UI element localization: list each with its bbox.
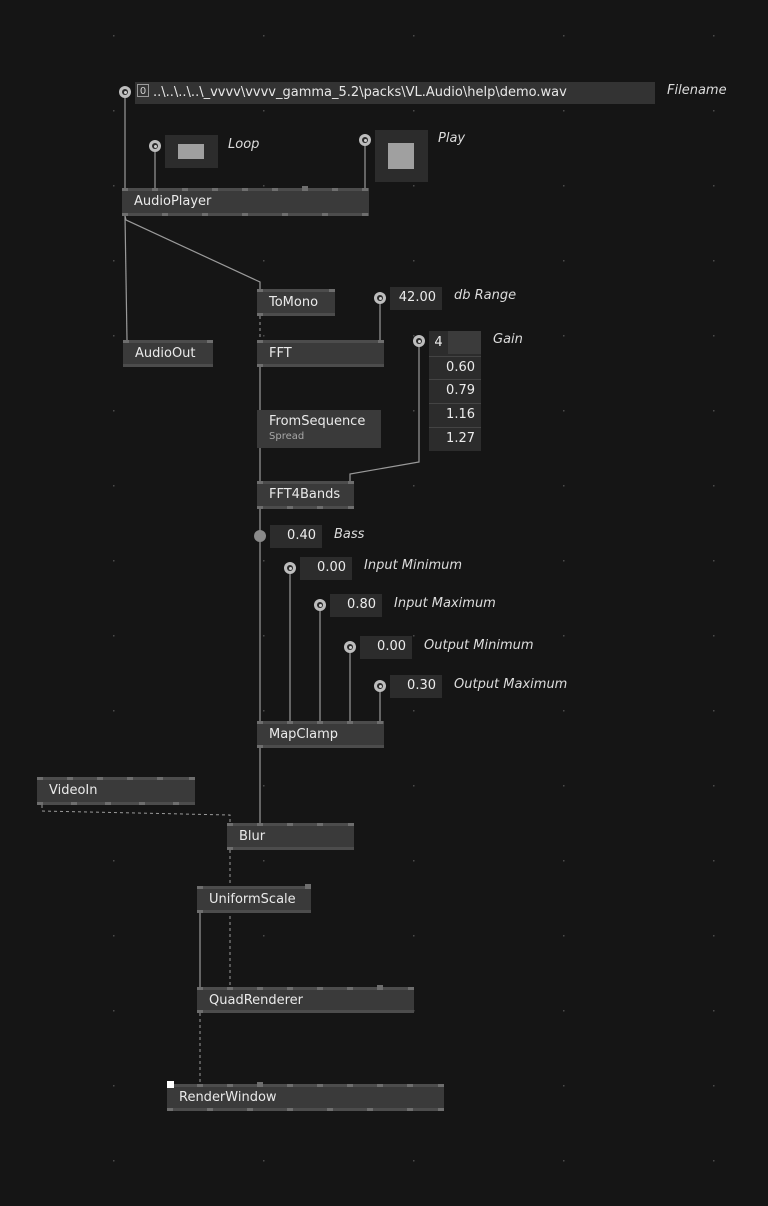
node-audio-player[interactable]: AudioPlayer [122, 186, 369, 216]
db-range-label: db Range [454, 288, 517, 303]
filename-count: 0 [137, 84, 149, 97]
node-uniform-scale-label: UniformScale [209, 892, 296, 907]
play-toggle[interactable] [375, 130, 428, 182]
db-range-field[interactable]: 42.00 [390, 287, 442, 310]
node-from-sequence-sublabel: Spread [269, 431, 305, 442]
node-blur[interactable]: Blur [227, 823, 354, 850]
filename-label: Filename [667, 83, 727, 98]
node-quad-renderer-label: QuadRenderer [209, 993, 304, 1008]
gain-spread-editor[interactable]: 4 0.60 0.79 1.16 1.27 [429, 331, 481, 451]
node-audio-out-label: AudioOut [135, 346, 196, 361]
node-from-sequence[interactable]: FromSequence Spread [257, 410, 381, 448]
gain-label: Gain [493, 332, 523, 347]
output-minimum-io-pin[interactable] [344, 641, 356, 653]
node-video-in-label: VideoIn [49, 783, 98, 798]
node-map-clamp[interactable]: MapClamp [257, 721, 384, 748]
output-minimum-label: Output Minimum [424, 638, 534, 653]
node-audio-out[interactable]: AudioOut [123, 340, 213, 367]
input-maximum-label: Input Maximum [394, 596, 496, 611]
gain-value-3[interactable]: 1.27 [429, 427, 481, 449]
db-range-io-pin[interactable] [374, 292, 386, 304]
node-fft4bands[interactable]: FFT4Bands [257, 481, 354, 509]
output-maximum-label: Output Maximum [454, 677, 568, 692]
node-blur-label: Blur [239, 829, 266, 844]
gain-count: 4 [429, 331, 449, 354]
input-minimum-io-pin[interactable] [284, 562, 296, 574]
play-label: Play [438, 131, 466, 146]
filename-value: ..\..\..\..\_vvvv\vvvv_gamma_5.2\packs\V… [153, 85, 567, 100]
gain-io-pin[interactable] [413, 335, 425, 347]
bass-io-pin[interactable] [254, 530, 266, 542]
node-quad-renderer[interactable]: QuadRenderer [197, 985, 414, 1013]
input-minimum-field[interactable]: 0.00 [300, 557, 352, 580]
gain-value-2[interactable]: 1.16 [429, 403, 481, 425]
gain-value-1[interactable]: 0.79 [429, 379, 481, 401]
node-fft4bands-label: FFT4Bands [269, 487, 341, 502]
input-minimum-label: Input Minimum [364, 558, 463, 573]
output-maximum-field[interactable]: 0.30 [390, 675, 442, 698]
node-fft-label: FFT [269, 346, 292, 361]
node-audio-player-label: AudioPlayer [134, 194, 212, 209]
node-uniform-scale[interactable]: UniformScale [197, 884, 311, 913]
bass-label: Bass [334, 527, 365, 542]
node-map-clamp-label: MapClamp [269, 727, 339, 742]
node-video-in[interactable]: VideoIn [37, 777, 195, 805]
node-to-mono-label: ToMono [269, 295, 319, 310]
gain-value-0[interactable]: 0.60 [429, 356, 481, 378]
node-to-mono[interactable]: ToMono [257, 289, 335, 316]
input-maximum-field[interactable]: 0.80 [330, 594, 382, 617]
node-render-window-label: RenderWindow [179, 1090, 277, 1105]
filename-io-pin[interactable] [119, 86, 131, 98]
bass-field[interactable]: 0.40 [270, 525, 322, 548]
output-minimum-field[interactable]: 0.00 [360, 636, 412, 659]
input-maximum-io-pin[interactable] [314, 599, 326, 611]
filename-field[interactable]: 0 ..\..\..\..\_vvvv\vvvv_gamma_5.2\packs… [135, 82, 655, 104]
node-from-sequence-label: FromSequence [269, 414, 366, 429]
play-io-pin[interactable] [359, 134, 371, 146]
loop-io-pin[interactable] [149, 140, 161, 152]
loop-label: Loop [228, 137, 260, 152]
node-fft[interactable]: FFT [257, 340, 384, 367]
output-maximum-io-pin[interactable] [374, 680, 386, 692]
node-render-window[interactable]: RenderWindow [167, 1081, 444, 1111]
loop-toggle[interactable] [165, 135, 218, 168]
